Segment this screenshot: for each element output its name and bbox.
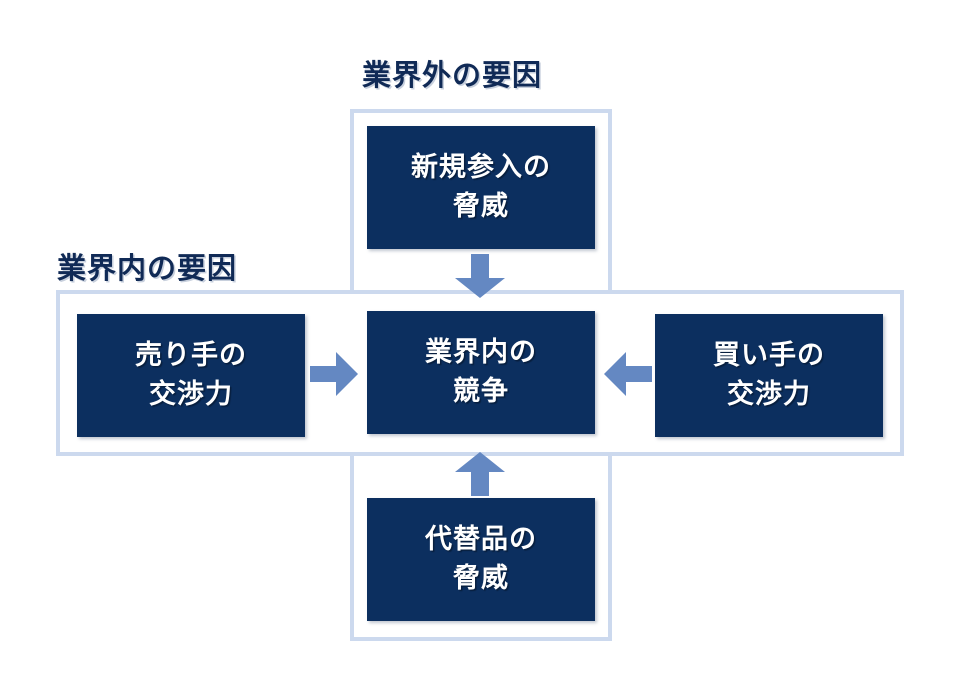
- arrow-right-icon: [310, 352, 358, 396]
- force-label-line2: 交渉力: [727, 378, 811, 410]
- force-box-industry-rivalry[interactable]: 業界内の 競争: [367, 311, 595, 434]
- force-label-line1: 売り手の: [135, 340, 247, 372]
- force-box-supplier-power[interactable]: 売り手の 交渉力: [77, 314, 305, 437]
- external-factors-label: 業界外の要因: [362, 58, 543, 92]
- force-label-line1: 新規参入の: [411, 152, 551, 184]
- force-label-line1: 代替品の: [425, 524, 537, 556]
- force-label-line2: 脅威: [453, 190, 509, 222]
- force-box-buyer-power[interactable]: 買い手の 交渉力: [655, 314, 883, 437]
- force-box-substitutes[interactable]: 代替品の 脅威: [367, 498, 595, 621]
- force-box-new-entrants[interactable]: 新規参入の 脅威: [367, 126, 595, 249]
- internal-factors-label: 業界内の要因: [57, 251, 238, 285]
- arrow-left-icon: [604, 352, 652, 396]
- arrow-up-icon: [455, 452, 505, 496]
- force-label-line1: 買い手の: [713, 340, 825, 372]
- force-label-line1: 業界内の: [425, 337, 537, 369]
- force-label-line2: 競争: [453, 375, 509, 407]
- force-label-line2: 交渉力: [149, 378, 233, 410]
- force-label-line2: 脅威: [453, 562, 509, 594]
- arrow-down-icon: [455, 254, 505, 298]
